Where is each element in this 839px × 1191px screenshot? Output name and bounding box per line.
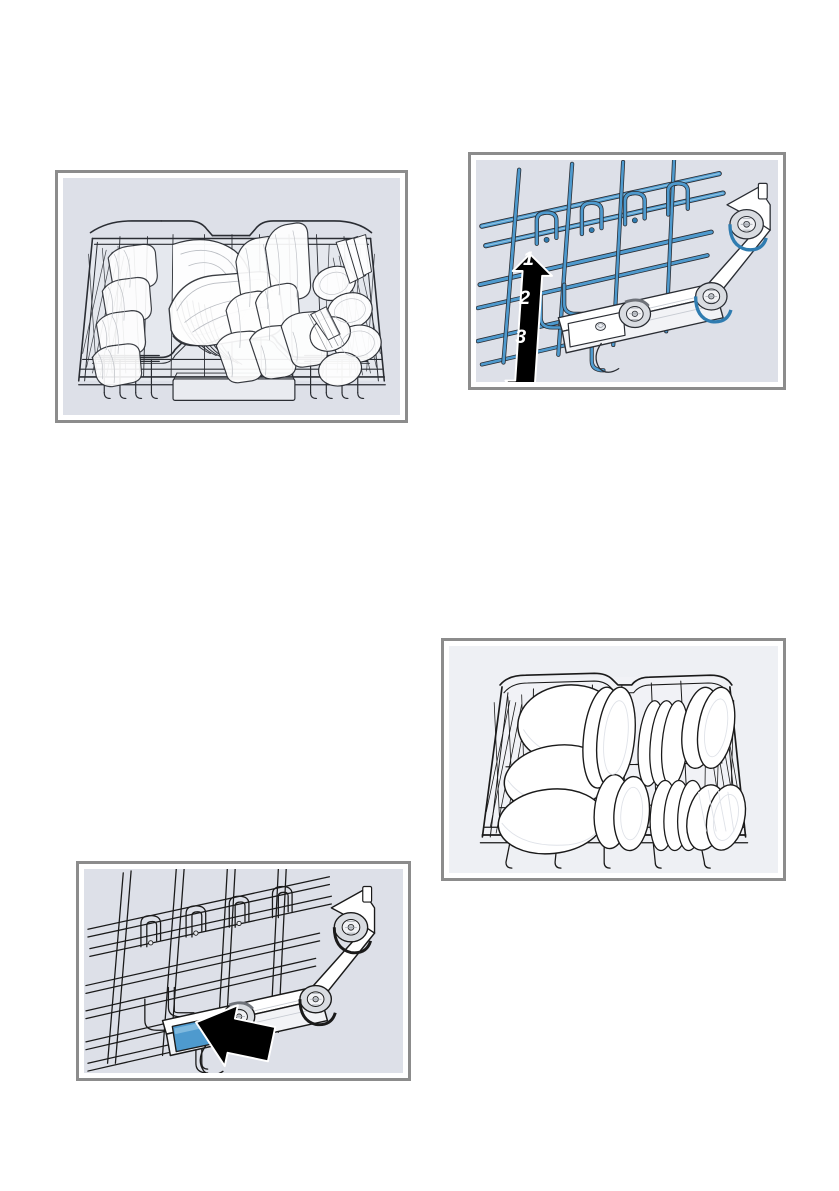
roller-lower-front <box>298 984 337 1027</box>
basket-legs <box>505 842 711 869</box>
basket-left-wall-2 <box>84 241 98 382</box>
upper-basket-illustration <box>63 178 400 415</box>
plates-center <box>582 686 651 852</box>
rail-detent-glyph <box>597 323 604 328</box>
height-position-3: 3 <box>515 326 526 348</box>
spike-overlay-right <box>698 789 735 832</box>
basket-left-wall <box>77 237 94 382</box>
height-position-2: 2 <box>518 287 530 309</box>
figure-canvas <box>63 178 400 415</box>
figure-rack-lever-press <box>76 861 411 1081</box>
rack-lever-press-illustration <box>84 869 403 1073</box>
figure-canvas <box>449 646 778 873</box>
roller-lower-rear <box>618 298 652 329</box>
cutlery-right <box>310 234 372 341</box>
rail-lower-hook <box>595 342 620 373</box>
rail-lower-hook <box>199 1045 224 1073</box>
glasses-left-row <box>91 243 158 388</box>
glasses-center-row <box>215 222 328 384</box>
rail-top-tab <box>757 182 768 200</box>
press-arrow <box>195 1004 277 1068</box>
figure-lower-basket-loaded <box>441 638 786 881</box>
roller-upper <box>332 912 373 955</box>
plates-far-right <box>681 686 747 851</box>
rim-shaped-left <box>89 220 163 234</box>
basket-top-rim <box>499 672 733 686</box>
arrow-shaft <box>504 252 553 382</box>
rim-shaped-right-2 <box>301 220 373 234</box>
figure-canvas <box>84 869 403 1073</box>
wire-joints <box>543 217 638 243</box>
roller-lower-front <box>693 282 733 324</box>
wire-clips <box>534 181 690 246</box>
tray-left-edge <box>172 372 178 382</box>
height-position-arrow <box>504 252 553 382</box>
right-spike-lattice <box>308 308 345 350</box>
basket-right-wall <box>369 237 386 382</box>
roller-upper <box>728 209 768 252</box>
rack-height-adjust-illustration: 1 2 3 <box>476 160 778 382</box>
rail-top-tab <box>362 885 373 903</box>
lower-basket-illustration <box>449 646 778 873</box>
basket-left-wall <box>481 686 503 838</box>
rim-shaped-right <box>248 220 304 237</box>
height-position-1: 1 <box>523 248 534 270</box>
figure-upper-basket-loaded <box>55 170 408 423</box>
figure-rack-height-adjust: 1 2 3 <box>468 152 786 390</box>
rim-shaped-left-2 <box>160 220 214 237</box>
figure-canvas: 1 2 3 <box>476 160 778 382</box>
